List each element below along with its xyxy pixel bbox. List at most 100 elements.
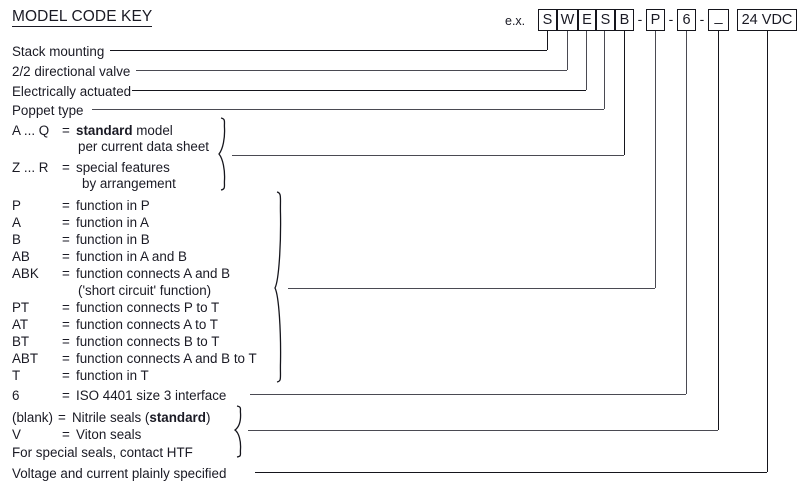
legend-code: A ... Q [12,123,50,138]
code-box-valve-type[interactable]: W [557,9,578,31]
code-box-function[interactable]: P [646,9,665,31]
legend-equals: = [58,410,66,425]
code-separator-3: - [699,11,705,27]
leader-line-stack-v [547,31,548,50]
code-box-actuation[interactable]: E [578,9,596,31]
legend-equals: = [62,160,70,175]
legend-seals-nitrile: (blank) = Nitrile seals (standard) [12,410,210,425]
legend-function-p: P = function in P [12,198,150,213]
legend-function-t: T = function in T [12,368,149,383]
legend-code: V [12,427,21,442]
legend-function-a: A = function in A [12,215,149,230]
legend-stack-mounting: Stack mounting [12,44,105,59]
legend-function-ab: AB = function in A and B [12,249,187,264]
brace-model-rows [218,117,226,191]
legend-function-abt: ABT = function connects A and B to T [12,351,257,366]
legend-interface: 6=ISO 4401 size 3 interface [12,388,226,403]
leader-line-model-h [232,155,624,156]
leader-line-valve-v [567,31,568,70]
legend-equals: = [62,249,70,264]
code-separator-2: - [668,11,674,27]
legend-desc: function in B [76,232,150,247]
legend-equals: = [62,198,70,213]
legend-desc-post: ) [205,410,211,425]
legend-code: Z ... R [12,160,49,175]
legend-desc: function connects B to T [76,334,220,349]
legend-desc: special features [76,160,170,175]
legend-equals: = [62,317,70,332]
legend-code: (blank) [12,410,53,425]
leader-line-interface-h [250,394,686,395]
leader-line-poppet-v [604,31,605,109]
brace-seal-rows [234,405,242,458]
legend-desc: function in A [76,215,149,230]
legend-desc: function in T [76,368,149,383]
legend-code: B [12,232,21,247]
leader-line-voltage-h [255,472,767,473]
legend-equals: = [62,334,70,349]
legend-desc: function in A and B [76,249,187,264]
legend-desc: function connects A and B [76,266,231,281]
legend-function-bt: BT = function connects B to T [12,334,219,349]
legend-desc: Viton seals [76,427,142,442]
legend-model-special: Z ... R = special features [12,160,170,175]
legend-seals-viton: V = Viton seals [12,427,141,442]
legend-equals: = [62,427,70,442]
legend-code: AB [12,249,30,264]
legend-code: T [12,368,21,383]
legend-code: AT [12,317,29,332]
leader-line-seals-h [248,430,718,431]
legend-directional-valve: 2/2 directional valve [12,64,131,79]
legend-code: PT [12,300,30,315]
leader-line-poppet-h [92,109,604,110]
code-box-model[interactable]: B [615,9,634,31]
leader-line-model-v [624,31,625,155]
legend-code: BT [12,334,30,349]
legend-function-abk-cont: ('short circuit' function) [78,283,212,298]
legend-code: 6 [12,388,20,403]
legend-function-pt: PT = function connects P to T [12,300,219,315]
legend-code: ABT [12,351,39,366]
leader-line-actuation-v [586,31,587,90]
leader-line-function-h [288,288,655,289]
legend-code: P [12,198,21,213]
legend-equals: = [62,232,70,247]
leader-line-seals-v [718,31,719,430]
legend-equals: = [62,123,70,138]
legend-equals: = [62,266,70,281]
legend-model-standard-cont: per current data sheet [78,139,210,154]
leader-line-stack-h [110,50,547,51]
legend-equals: = [62,368,70,383]
example-label: e.x. [505,14,526,28]
legend-function-at: AT=function connects A to T [12,317,218,332]
legend-equals: = [62,300,70,315]
legend-model-special-cont: by arrangement [82,176,176,191]
code-box-poppet[interactable]: S [596,9,615,31]
legend-desc: model [132,123,173,138]
legend-desc: function in P [76,198,150,213]
legend-desc: function connects A and B to T [76,351,257,366]
legend-desc-bold: standard [76,123,133,138]
code-box-seals[interactable]: _ [708,9,729,31]
legend-model-standard: A ... Q = standard model [12,123,173,138]
page-title: MODEL CODE KEY [12,8,153,27]
legend-equals: = [62,351,70,366]
legend-equals: = [62,215,70,230]
leader-line-actuation-h [132,90,586,91]
legend-electrically-actuated: Electrically actuated [12,84,132,99]
legend-code: ABK [12,266,39,281]
brace-function-rows [274,191,282,383]
code-box-voltage[interactable]: 24 VDC [737,9,797,31]
legend-code: A [12,215,21,230]
leader-line-interface-v [686,31,687,394]
legend-desc-pre: Nitrile seals ( [72,410,150,425]
code-box-stack[interactable]: S [538,9,557,31]
code-box-interface[interactable]: 6 [677,9,696,31]
legend-desc: function connects P to T [76,300,220,315]
leader-line-voltage-v [767,31,768,472]
leader-line-function-v [655,31,656,288]
legend-equals: = [62,388,70,403]
legend-function-abk: ABK = function connects A and B [12,266,230,281]
legend-desc-bold: standard [149,410,206,425]
